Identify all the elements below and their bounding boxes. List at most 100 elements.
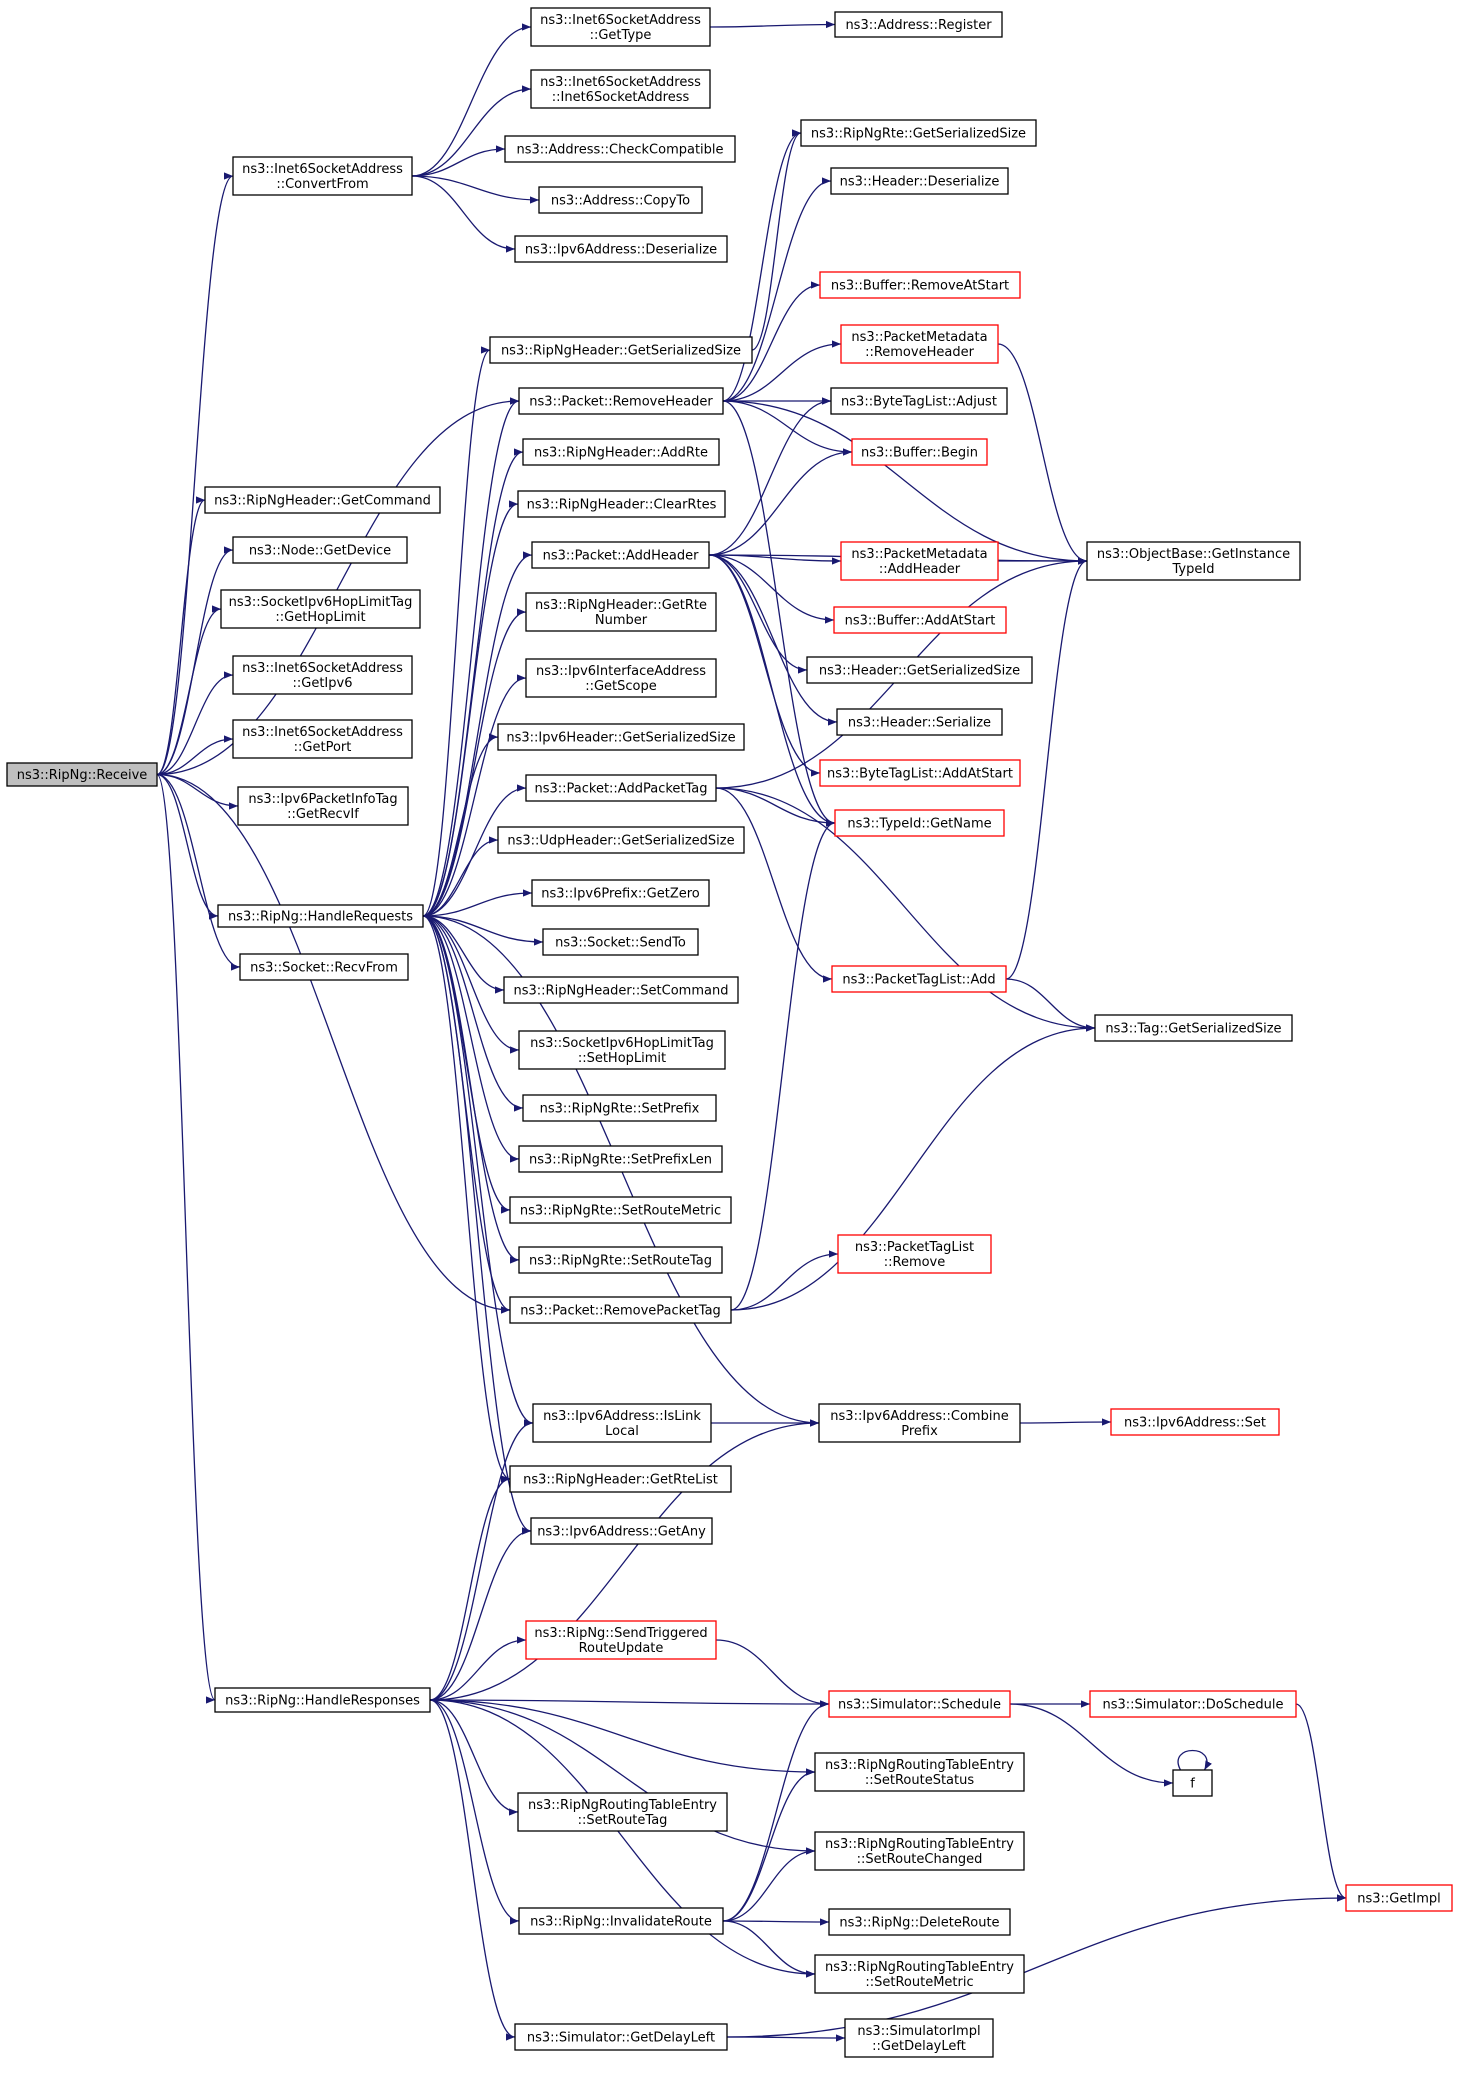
node-label: ns3::ObjectBase::GetInstance	[1097, 547, 1290, 562]
node-setprefixlen[interactable]: ns3::RipNgRte::SetPrefixLen	[518, 1145, 723, 1173]
node-ptlremove[interactable]: ns3::PacketTagList::Remove	[837, 1234, 992, 1274]
node-typeidname[interactable]: ns3::TypeId::GetName	[834, 809, 1005, 837]
node-clearrtes[interactable]: ns3::RipNgHeader::ClearRtes	[517, 490, 726, 518]
edge-pktremovehdr-to-typeidname	[722, 400, 836, 827]
node-getscope[interactable]: ns3::Ipv6InterfaceAddress::GetScope	[525, 658, 717, 698]
node-getcommand[interactable]: ns3::RipNgHeader::GetCommand	[204, 486, 441, 514]
node-schedule[interactable]: ns3::Simulator::Schedule	[828, 1690, 1011, 1718]
node-box	[497, 723, 745, 751]
node-invalidate[interactable]: ns3::RipNg::InvalidateRoute	[518, 1907, 724, 1935]
node-getport[interactable]: ns3::Inet6SocketAddress::GetPort	[232, 719, 413, 759]
node-hdrgetser2[interactable]: ns3::Header::GetSerializedSize	[806, 656, 1033, 684]
node-addrte[interactable]: ns3::RipNgHeader::AddRte	[522, 438, 720, 466]
node-convertfrom[interactable]: ns3::Inet6SocketAddress::ConvertFrom	[232, 156, 413, 196]
node-setroutemetric[interactable]: ns3::RipNgRte::SetRouteMetric	[509, 1196, 732, 1224]
node-udpgetser[interactable]: ns3::UdpHeader::GetSerializedSize	[497, 826, 745, 854]
node-box	[518, 1246, 723, 1274]
node-box	[6, 762, 158, 787]
edge-receive-to-removepkttag	[156, 773, 511, 1314]
node-bufaddstart[interactable]: ns3::Buffer::AddAtStart	[833, 606, 1007, 634]
node-getzero[interactable]: ns3::Ipv6Prefix::GetZero	[531, 879, 710, 907]
node-sendto[interactable]: ns3::Socket::SendTo	[542, 928, 699, 956]
node-taggetser[interactable]: ns3::Tag::GetSerializedSize	[1094, 1014, 1293, 1042]
node-label: ns3::Ipv6Address::GetAny	[537, 1525, 706, 1540]
node-btladjust[interactable]: ns3::ByteTagList::Adjust	[830, 387, 1008, 415]
node-addpkttag[interactable]: ns3::Packet::AddPacketTag	[525, 774, 717, 802]
node-box	[220, 589, 421, 629]
edge-handleresp-to-getrtelist	[429, 1475, 511, 1701]
node-handleresp[interactable]: ns3::RipNg::HandleResponses	[214, 1687, 431, 1713]
node-pktremovehdr[interactable]: ns3::Packet::RemoveHeader	[518, 387, 724, 415]
node-hdrgetser[interactable]: ns3::RipNgHeader::GetSerializedSize	[489, 336, 753, 364]
node-label: ns3::Ipv6Address::Combine	[830, 1409, 1008, 1424]
node-getipv6[interactable]: ns3::Inet6SocketAddress::GetIpv6	[232, 655, 413, 695]
node-box	[531, 541, 710, 569]
node-setprefix[interactable]: ns3::RipNgRte::SetPrefix	[522, 1094, 717, 1122]
node-setroutestatus[interactable]: ns3::RipNgRoutingTableEntry::SetRouteSta…	[814, 1752, 1025, 1792]
node-copyto[interactable]: ns3::Address::CopyTo	[538, 186, 703, 214]
node-pmaddhdr[interactable]: ns3::PacketMetadata::AddHeader	[840, 541, 999, 581]
node-label: Local	[605, 1424, 639, 1439]
node-removepkttag[interactable]: ns3::Packet::RemovePacketTag	[509, 1296, 732, 1324]
node-hdrserialize[interactable]: ns3::Header::Serialize	[836, 708, 1003, 736]
node-ptladd[interactable]: ns3::PacketTagList::Add	[831, 965, 1007, 993]
edge-handlereq-to-pktremovehdr	[422, 397, 520, 917]
node-rtesetroutetag[interactable]: ns3::RipNgRoutingTableEntry::SetRouteTag	[517, 1792, 728, 1832]
node-box	[232, 536, 408, 564]
node-label: ns3::Inet6SocketAddress	[242, 725, 403, 740]
node-getdelayleft[interactable]: ns3::Simulator::GetDelayLeft	[514, 2023, 728, 2051]
node-bufbegin[interactable]: ns3::Buffer::Begin	[851, 438, 988, 466]
node-box	[542, 928, 699, 956]
node-receive[interactable]: ns3::RipNg::Receive	[6, 762, 158, 787]
node-checkcompat[interactable]: ns3::Address::CheckCompatible	[504, 135, 736, 163]
node-box	[828, 1690, 1011, 1718]
edge-pmremove-to-getinstance	[997, 343, 1088, 565]
node-hdrdeser[interactable]: ns3::Header::Deserialize	[830, 167, 1009, 195]
node-i6ctor[interactable]: ns3::Inet6SocketAddress::Inet6SocketAddr…	[530, 69, 711, 109]
edge-receive-to-convertfrom	[156, 172, 234, 776]
edge-pktaddhdr-to-typeidname	[708, 554, 836, 827]
node-ipv6hdrgetser[interactable]: ns3::Ipv6Header::GetSerializedSize	[497, 723, 745, 751]
node-f[interactable]: f	[1172, 1769, 1213, 1797]
node-getany[interactable]: ns3::Ipv6Address::GetAny	[530, 1517, 713, 1545]
node-label: ns3::RipNgRoutingTableEntry	[825, 1758, 1014, 1773]
node-label: ns3::Socket::RecvFrom	[250, 961, 398, 976]
node-addrregister[interactable]: ns3::Address::Register	[834, 11, 1003, 38]
node-setcommand[interactable]: ns3::RipNgHeader::SetCommand	[503, 976, 739, 1004]
node-label: ns3::PacketTagList::Add	[842, 973, 995, 988]
node-sethoplimit[interactable]: ns3::SocketIpv6HopLimitTag::SetHopLimit	[518, 1030, 726, 1070]
node-rtegetser[interactable]: ns3::RipNgRte::GetSerializedSize	[800, 119, 1037, 147]
node-label: ns3::RipNgRte::SetRouteMetric	[520, 1204, 721, 1219]
node-pktaddhdr[interactable]: ns3::Packet::AddHeader	[531, 541, 710, 569]
node-gethoplimit[interactable]: ns3::SocketIpv6HopLimitTag::GetHopLimit	[220, 589, 421, 629]
node-getdevice[interactable]: ns3::Node::GetDevice	[232, 536, 408, 564]
node-label: ns3::Ipv6Address::Set	[1124, 1416, 1266, 1431]
node-box	[517, 490, 726, 518]
node-deleteroute[interactable]: ns3::RipNg::DeleteRoute	[828, 1908, 1011, 1936]
node-rtesetmetric[interactable]: ns3::RipNgRoutingTableEntry::SetRouteMet…	[814, 1954, 1025, 1994]
node-setroutechanged[interactable]: ns3::RipNgRoutingTableEntry::SetRouteCha…	[814, 1831, 1025, 1871]
node-label: ns3::RipNgRoutingTableEntry	[825, 1837, 1014, 1852]
edge-handlereq-to-udpgetser	[422, 836, 499, 917]
node-pmremove[interactable]: ns3::PacketMetadata::RemoveHeader	[840, 324, 999, 364]
node-btladdstart[interactable]: ns3::ByteTagList::AddAtStart	[819, 759, 1021, 787]
node-handlereq[interactable]: ns3::RipNg::HandleRequests	[217, 904, 424, 928]
node-recvfrom[interactable]: ns3::Socket::RecvFrom	[239, 953, 409, 981]
node-doschedule[interactable]: ns3::Simulator::DoSchedule	[1089, 1690, 1297, 1718]
node-getrecvif[interactable]: ns3::Ipv6PacketInfoTag::GetRecvIf	[237, 786, 409, 826]
node-implgetdelay[interactable]: ns3::SimulatorImpl::GetDelayLeft	[844, 2018, 994, 2058]
node-ipv6set[interactable]: ns3::Ipv6Address::Set	[1110, 1408, 1280, 1436]
node-label: RouteUpdate	[579, 1641, 664, 1656]
node-getrtelist[interactable]: ns3::RipNgHeader::GetRteList	[509, 1465, 732, 1493]
node-ipv6deser[interactable]: ns3::Ipv6Address::Deserialize	[514, 235, 728, 263]
node-getimpl[interactable]: ns3::GetImpl	[1345, 1884, 1453, 1912]
node-setroutetag[interactable]: ns3::RipNgRte::SetRouteTag	[518, 1246, 723, 1274]
node-label: ns3::Address::Register	[845, 18, 992, 33]
node-bufremove[interactable]: ns3::Buffer::RemoveAtStart	[819, 271, 1021, 299]
node-i6gettype[interactable]: ns3::Inet6SocketAddress::GetType	[530, 7, 711, 47]
